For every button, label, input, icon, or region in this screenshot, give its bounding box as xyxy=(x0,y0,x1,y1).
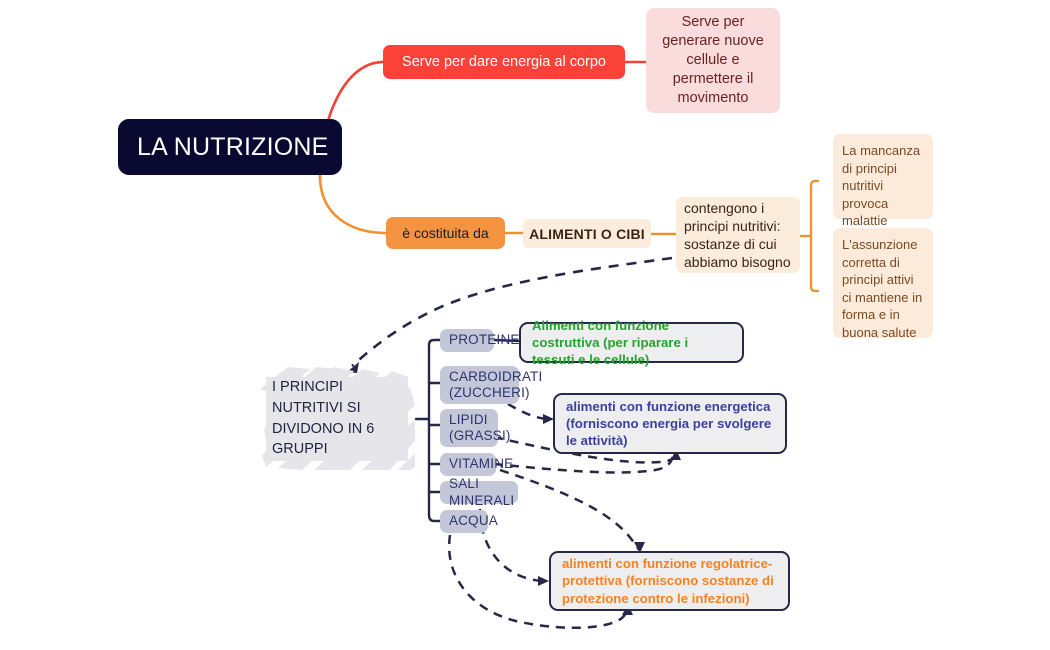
node-contains[interactable]: contengono i principi nutritivi: sostanz… xyxy=(676,197,800,273)
pill-lipidi[interactable]: LIPIDI (GRASSI) xyxy=(440,409,510,447)
node-foods-label: ALIMENTI O CIBI xyxy=(529,225,645,242)
node-function-constructive-label: Alimenti con funzione costruttiva (per r… xyxy=(532,317,689,368)
node-foods[interactable]: ALIMENTI O CIBI xyxy=(523,219,651,248)
connector-nutrient-bracket xyxy=(427,338,442,523)
node-consequence-deficiency[interactable]: La mancanza di principi nutritivi provoc… xyxy=(833,134,933,228)
node-energy-detail[interactable]: Serve per generare nuove cellule e perme… xyxy=(646,8,780,113)
pill-sali-minerali[interactable]: SALI MINERALI xyxy=(440,476,518,508)
pill-carboidrati-label: CARBOIDRATI (ZUCCHERI) xyxy=(449,368,543,400)
pill-carboidrati[interactable]: CARBOIDRATI (ZUCCHERI) xyxy=(440,366,542,404)
node-function-protective[interactable]: alimenti con funzione regolatrice-protet… xyxy=(549,551,790,611)
node-function-constructive[interactable]: Alimenti con funzione costruttiva (per r… xyxy=(519,318,744,367)
node-consequence-deficiency-label: La mancanza di principi nutritivi provoc… xyxy=(842,143,921,229)
node-composition-label: è costituita da xyxy=(402,225,489,241)
node-function-energetic-label: alimenti con funzione energetica (fornis… xyxy=(566,398,772,449)
arrowhead-protective-left xyxy=(538,576,549,586)
node-contains-label: contengono i principi nutritivi: sostanz… xyxy=(684,199,791,271)
node-energy-detail-label: Serve per generare nuove cellule e perme… xyxy=(662,13,764,107)
node-function-energetic[interactable]: alimenti con funzione energetica (fornis… xyxy=(553,393,787,454)
sketch-highlight-shape xyxy=(260,367,415,470)
pill-acqua[interactable]: ACQUA xyxy=(440,510,498,533)
node-consequence-benefit[interactable]: L'assunzione corretta di principi attivi… xyxy=(833,228,933,340)
central-node-label: LA NUTRIZIONE xyxy=(137,132,329,161)
connector-composition xyxy=(318,174,388,235)
node-consequence-benefit-label: L'assunzione corretta di principi attivi… xyxy=(842,237,923,340)
node-nutrient-groups-label: I PRINCIPI NUTRITIVI SI DIVIDONO IN 6 GR… xyxy=(272,379,375,458)
pill-sali-minerali-label: SALI MINERALI xyxy=(449,476,515,508)
pill-proteine[interactable]: PROTEINE xyxy=(440,329,519,352)
pill-vitamine[interactable]: VITAMINE xyxy=(440,453,513,476)
pill-proteine-label: PROTEINE xyxy=(449,332,520,348)
connector-consequences-bracket xyxy=(809,179,820,293)
pill-vitamine-label: VITAMINE xyxy=(449,456,514,472)
pill-lipidi-label: LIPIDI (GRASSI) xyxy=(449,411,511,443)
node-energy-label: Serve per dare energia al corpo xyxy=(402,54,606,70)
pill-acqua-label: ACQUA xyxy=(449,513,499,529)
node-energy[interactable]: Serve per dare energia al corpo xyxy=(383,45,625,79)
node-composition[interactable]: è costituita da xyxy=(386,217,505,249)
central-node-nutrizione[interactable]: LA NUTRIZIONE xyxy=(118,119,342,175)
connector-vitamine-energetic xyxy=(493,454,675,474)
node-nutrient-groups[interactable]: I PRINCIPI NUTRITIVI SI DIVIDONO IN 6 GR… xyxy=(258,367,416,470)
node-function-protective-label: alimenti con funzione regolatrice-protet… xyxy=(562,556,774,606)
connector-vitamine-protective xyxy=(499,468,641,551)
